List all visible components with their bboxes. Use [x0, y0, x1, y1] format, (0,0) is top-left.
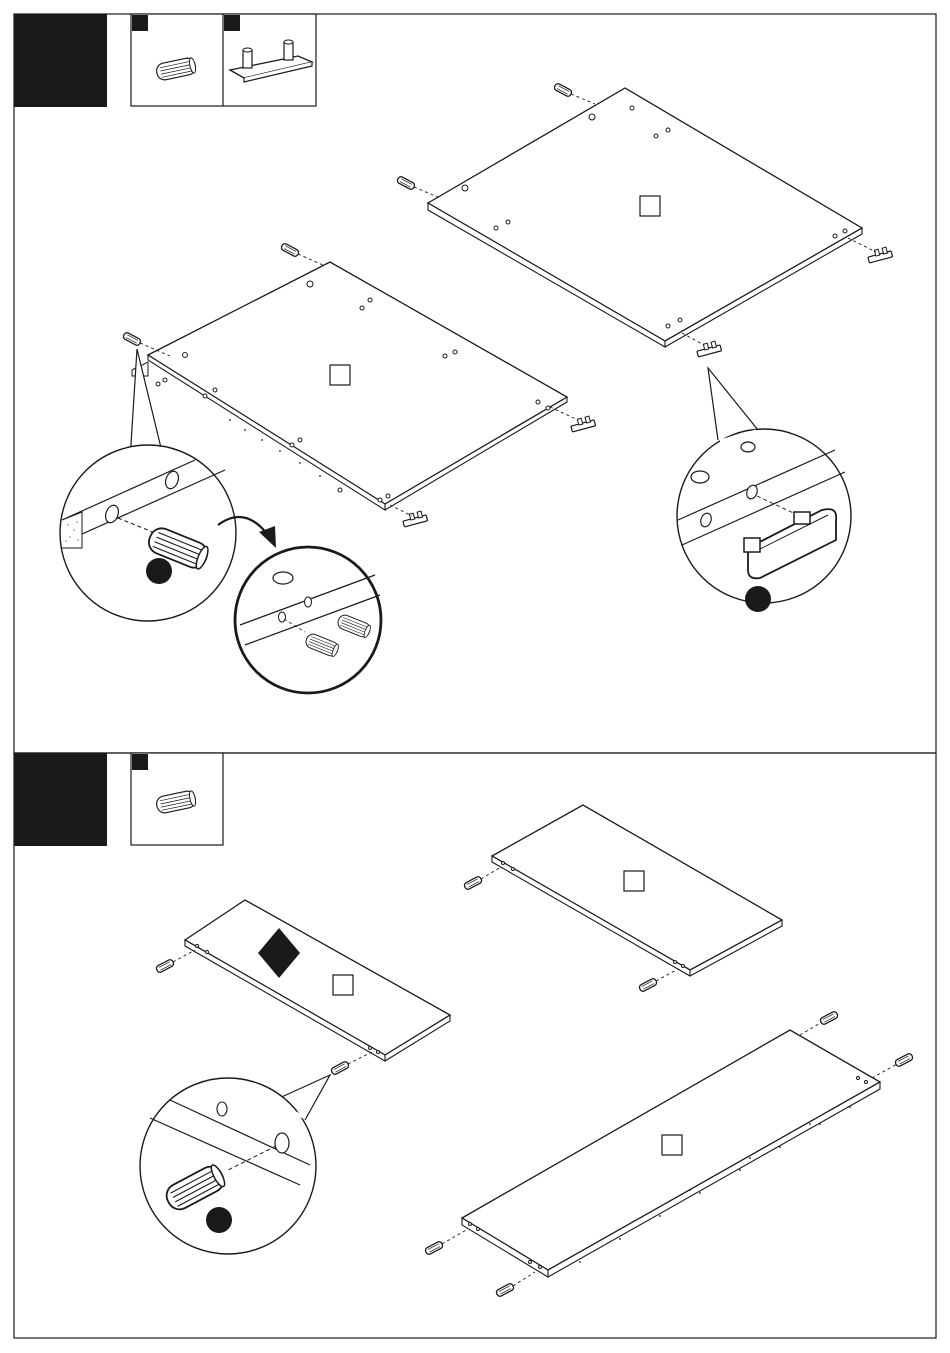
shelf-right-top — [463, 805, 782, 992]
panel-right — [396, 83, 892, 357]
dowel-icon — [396, 176, 415, 191]
shelf-left-label-box — [333, 975, 353, 995]
callout-dowel-insertion-2 — [140, 1075, 330, 1254]
step-1-number-badge — [14, 14, 107, 107]
shelf-right-top-label-box — [624, 871, 644, 891]
connector-clip-icon — [867, 246, 893, 263]
callout-clip-attach — [677, 368, 851, 612]
dowel-icon — [553, 83, 572, 98]
dowel-icon — [638, 978, 657, 993]
callout-dowel-result — [235, 547, 381, 693]
dowel-icon — [424, 1241, 443, 1256]
dowel-icon — [495, 1283, 514, 1298]
connector-clip-icon — [402, 510, 428, 527]
panel-long — [424, 1011, 913, 1298]
step-2-section — [14, 753, 936, 1338]
panel-long-label-box — [662, 1135, 682, 1155]
dowel-icon — [155, 959, 174, 974]
shelf-left — [155, 900, 450, 1075]
dowel-icon — [330, 1061, 349, 1076]
part-letter-badge — [206, 1207, 232, 1233]
step-1-parts-box — [131, 14, 316, 106]
step-2-number-badge — [14, 753, 107, 846]
part-letter-badge — [146, 558, 172, 584]
dowel-icon — [894, 1053, 913, 1068]
panel-left-label-box — [330, 365, 350, 385]
dowel-icon — [463, 876, 482, 891]
step-2-parts-box — [131, 753, 223, 845]
dowel-icon — [280, 243, 299, 258]
step-1-section — [14, 14, 936, 753]
part-letter-badge — [745, 586, 771, 612]
dowel-icon — [122, 332, 141, 347]
panel-right-label-box — [640, 196, 660, 216]
dowel-icon — [819, 1011, 838, 1026]
